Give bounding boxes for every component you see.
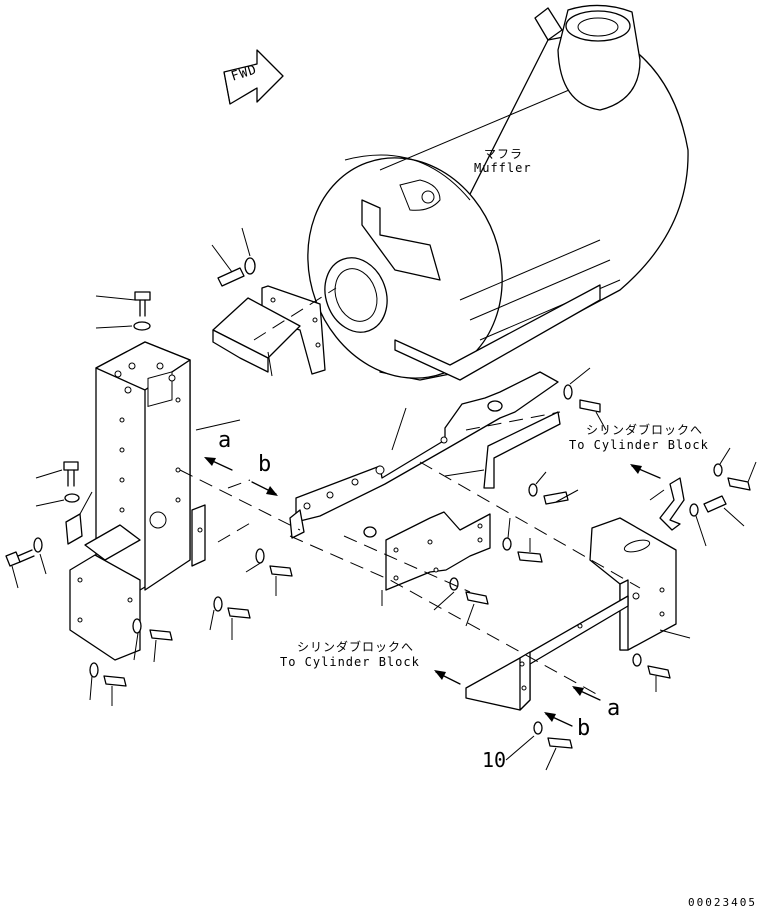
assembly-dashed-lines [179,287,641,697]
cylinder-block-right-label-en: To Cylinder Block [569,438,709,452]
left-bolts [5,291,293,706]
middle-bolts [381,367,607,627]
muffler [307,4,689,381]
right-small-strap [649,447,757,547]
reference-letter-a-left: a [218,428,232,453]
upper-left-bracket [212,285,326,375]
reference-letter-b-right: b [577,716,591,741]
cylinder-block-right-label-ja: シリンダブロックへ [586,423,704,437]
leader-lines [195,351,407,451]
cylinder-block-bottom-label-en: To Cylinder Block [280,655,420,669]
part-number-label: 10 [482,748,507,772]
cylinder-block-bottom-label-ja: シリンダブロックへ [297,640,415,654]
upper-bolt [211,227,256,287]
muffler-label-ja: マフラ [484,147,524,161]
reference-letter-a-right: a [607,696,621,721]
middle-lower-plate [385,511,491,591]
muffler-label-en: Muffler [474,161,532,175]
right-lower-bolts [505,653,671,771]
long-horizontal-bracket [289,371,559,539]
left-tower-bracket [69,341,206,661]
drawing-id: 00023405 [688,896,757,909]
fwd-arrow [223,49,284,105]
reference-letter-b-left: b [258,452,272,477]
reference-arrows [204,457,661,727]
